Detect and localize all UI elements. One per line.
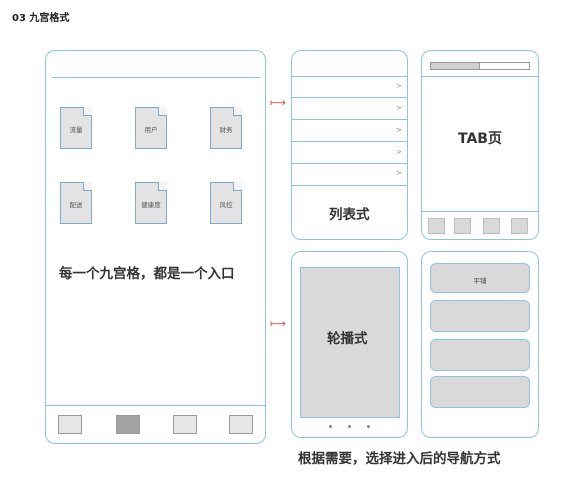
- tab-phone-frame: [421, 50, 539, 240]
- tab-caption: TAB页: [458, 131, 502, 147]
- list-phone-frame: [291, 50, 408, 240]
- tile-item-3[interactable]: [430, 339, 530, 371]
- tile-item-4[interactable]: [430, 376, 530, 408]
- grid-item-finance[interactable]: 财务: [210, 107, 242, 149]
- grid-item-users[interactable]: 用户: [135, 107, 167, 149]
- chevron-right-icon[interactable]: >: [396, 126, 402, 134]
- grid-item-label: 用户: [144, 126, 158, 134]
- page-fold-icon: [158, 107, 167, 116]
- bottom-tab-1[interactable]: [58, 415, 82, 434]
- list-row-divider: [292, 163, 407, 164]
- carousel-caption: 轮播式: [327, 331, 368, 347]
- carousel-dot-3[interactable]: [367, 425, 370, 428]
- page-fold-icon: [233, 107, 242, 116]
- list-row-divider: [292, 97, 407, 98]
- footer-caption: 根据需要，选择进入后的导航方式: [298, 451, 501, 467]
- list-header-divider: [292, 76, 407, 77]
- list-row-divider: [292, 141, 407, 142]
- grid-item-health[interactable]: 健康度: [135, 182, 167, 224]
- arrow-right-icon: ⟼: [270, 317, 286, 330]
- bottom-tab-3[interactable]: [173, 415, 197, 434]
- chevron-right-icon[interactable]: >: [396, 104, 402, 112]
- list-row-divider: [292, 185, 407, 186]
- grid-caption: 每一个九宫格，都是一个入口: [59, 266, 235, 282]
- bottom-tab-4[interactable]: [229, 415, 253, 434]
- arrow-right-icon: ⟼: [270, 96, 286, 109]
- grid-item-risk[interactable]: 风控: [210, 182, 242, 224]
- grid-item-label: 健康度: [141, 201, 161, 209]
- tile-item-1[interactable]: 平铺: [430, 263, 530, 293]
- list-row-divider: [292, 119, 407, 120]
- tile-item-2[interactable]: [430, 300, 530, 332]
- chevron-right-icon[interactable]: >: [396, 82, 402, 90]
- chevron-right-icon[interactable]: >: [396, 169, 402, 177]
- grid-item-delivery[interactable]: 配送: [60, 182, 92, 224]
- grid-item-label: 流量: [69, 126, 83, 134]
- list-caption: 列表式: [329, 207, 370, 223]
- page-fold-icon: [158, 182, 167, 191]
- page-fold-icon: [83, 182, 92, 191]
- tab-item-3[interactable]: [483, 218, 500, 234]
- tile-item-label: 平铺: [473, 277, 487, 285]
- bottom-tab-2-active[interactable]: [116, 415, 140, 434]
- tab-item-2[interactable]: [454, 218, 471, 234]
- grid-phone-header-divider: [52, 77, 260, 78]
- grid-item-label: 风控: [219, 201, 233, 209]
- page-fold-icon: [83, 107, 92, 116]
- tab-footer-divider: [422, 211, 538, 212]
- tab-progress-bar: [430, 62, 530, 70]
- chevron-right-icon[interactable]: >: [396, 148, 402, 156]
- page-title: 03 九宫格式: [12, 13, 70, 24]
- tab-header-divider: [422, 76, 538, 77]
- carousel-dot-1[interactable]: [329, 425, 332, 428]
- carousel-slide[interactable]: [300, 267, 400, 418]
- grid-item-label: 配送: [69, 201, 83, 209]
- tab-item-4[interactable]: [511, 218, 528, 234]
- tab-progress-fill: [431, 63, 480, 69]
- grid-item-traffic[interactable]: 流量: [60, 107, 92, 149]
- grid-phone-footer-divider: [46, 405, 265, 406]
- carousel-dot-2[interactable]: [348, 425, 351, 428]
- grid-item-label: 财务: [219, 126, 233, 134]
- page-fold-icon: [233, 182, 242, 191]
- tab-item-1[interactable]: [428, 218, 445, 234]
